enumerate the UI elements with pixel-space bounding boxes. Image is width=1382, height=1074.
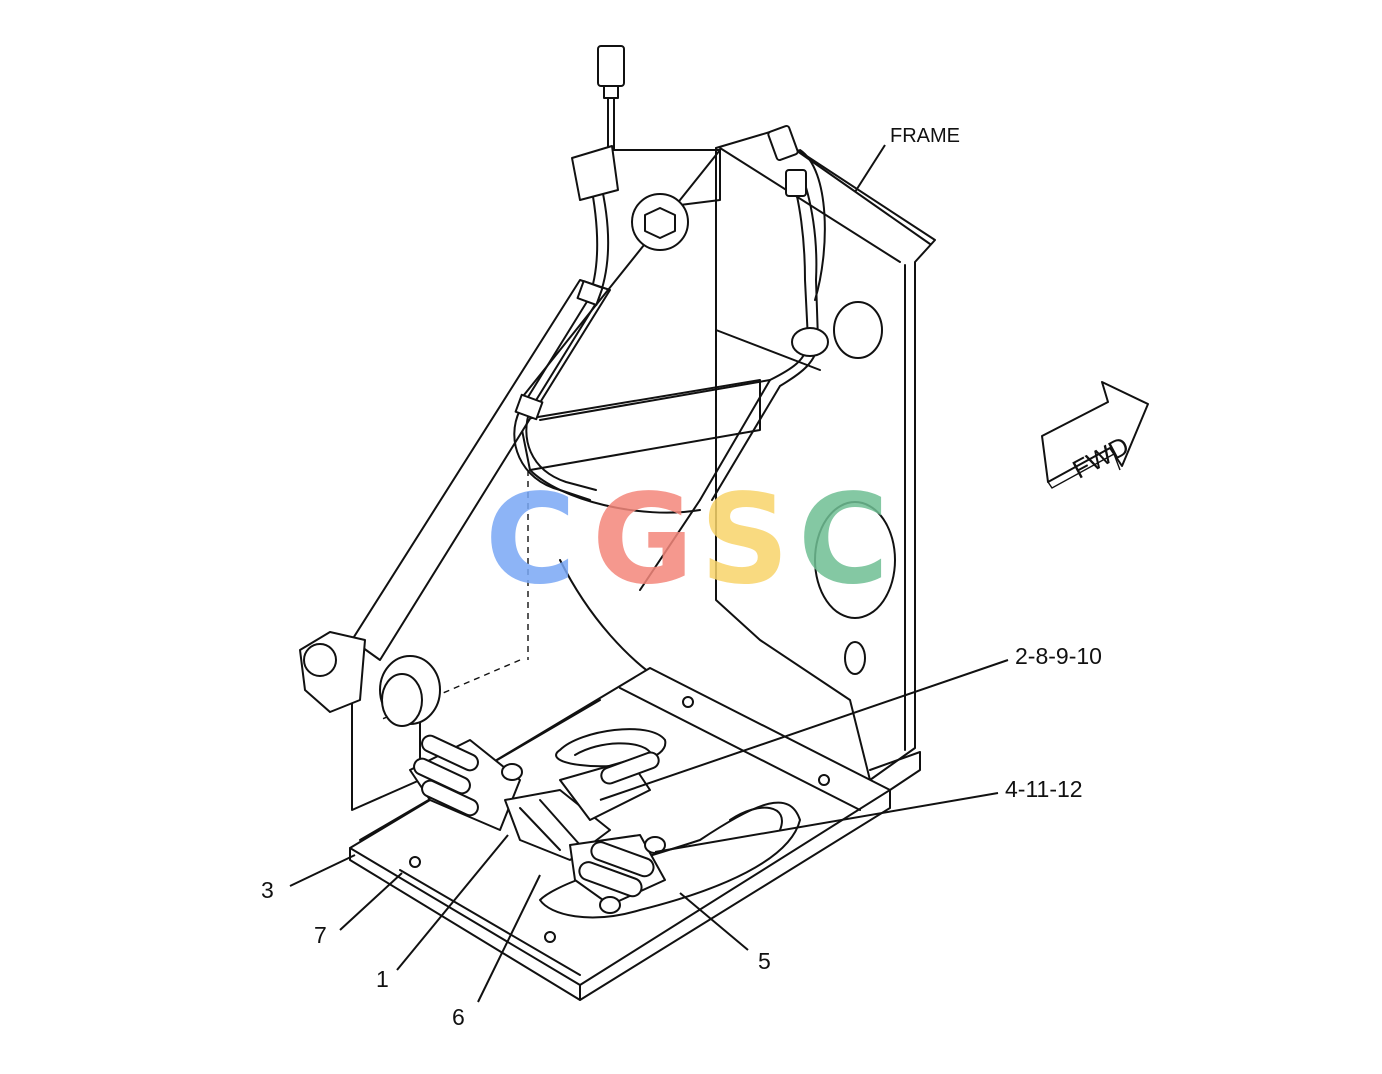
base-plate xyxy=(349,667,921,1001)
frame-label: FRAME xyxy=(890,125,960,147)
watermark-letter-s: S xyxy=(700,468,789,612)
callout-1: 1 xyxy=(376,966,389,992)
fwd-arrow: FWD xyxy=(1041,381,1149,489)
watermark-letter-c1: C xyxy=(485,468,576,612)
callout-2-8-9-10: 2-8-9-10 xyxy=(1015,643,1102,669)
connector-assembly xyxy=(409,734,666,914)
callout-4-11-12: 4-11-12 xyxy=(1005,776,1083,802)
watermark-letter-g: G xyxy=(592,468,694,612)
cgsc-watermark: C G S C xyxy=(485,468,889,612)
wiring-harness xyxy=(513,45,829,768)
frame-body xyxy=(299,131,936,811)
callout-7: 7 xyxy=(314,922,327,948)
leader-lines xyxy=(289,144,1009,1003)
callout-3: 3 xyxy=(261,877,274,903)
watermark-letter-c2: C xyxy=(798,468,889,612)
callout-5: 5 xyxy=(758,948,771,974)
callout-6: 6 xyxy=(452,1004,465,1030)
